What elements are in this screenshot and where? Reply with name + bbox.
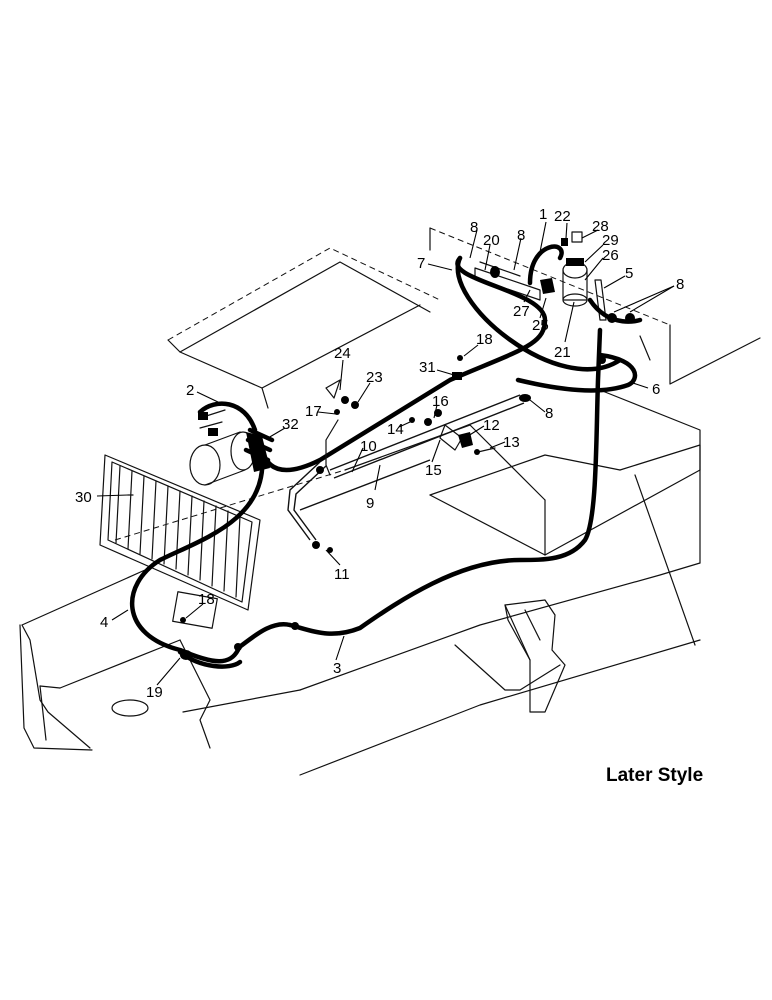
compressor (189, 409, 270, 486)
callout-6: 6 (652, 381, 660, 398)
rigid-tubes (287, 394, 525, 541)
callout-28: 28 (592, 218, 609, 235)
callout-27: 27 (513, 303, 530, 320)
callout-30: 30 (75, 489, 92, 506)
callout-26: 26 (602, 247, 619, 264)
callout-7: 7 (417, 255, 425, 272)
callout-8: 8 (517, 227, 525, 244)
callout-19: 19 (146, 684, 163, 701)
leader-lines (96, 221, 675, 686)
callout-2: 2 (186, 382, 194, 399)
callout-12: 12 (483, 417, 500, 434)
callout-18: 18 (476, 331, 493, 348)
callout-23: 23 (366, 369, 383, 386)
callout-17: 17 (305, 403, 322, 420)
callout-13: 13 (503, 434, 520, 451)
callout-15: 15 (425, 462, 442, 479)
callout-31: 31 (419, 359, 436, 376)
callout-11: 11 (334, 566, 350, 583)
callout-29: 29 (602, 232, 619, 249)
callout-32: 32 (282, 416, 299, 433)
callout-21: 21 (554, 344, 571, 361)
small-parts (127, 355, 606, 660)
callout-22: 22 (554, 208, 571, 225)
diagram-caption: Later Style (606, 765, 703, 786)
hoses (129, 244, 643, 669)
callout-5: 5 (625, 265, 633, 282)
callout-24: 24 (334, 345, 351, 362)
callout-25: 25 (532, 317, 549, 334)
callout-9: 9 (366, 495, 374, 512)
callout-3: 3 (333, 660, 341, 677)
callout-1: 1 (539, 206, 547, 223)
evaporator-assembly (474, 231, 635, 323)
callout-18: 18 (198, 591, 215, 608)
callout-8: 8 (676, 276, 684, 293)
callout-10: 10 (360, 438, 377, 455)
condenser (99, 454, 261, 629)
callout-8: 8 (545, 405, 553, 422)
callout-14: 14 (387, 421, 404, 438)
callout-16: 16 (432, 393, 449, 410)
callout-20: 20 (483, 232, 500, 249)
callout-labels: 1 22 28 8 20 8 29 26 7 5 8 27 25 21 18 2… (75, 206, 684, 701)
callout-4: 4 (100, 614, 108, 631)
machine-body-outline (19, 227, 761, 776)
callout-8: 8 (470, 219, 478, 236)
